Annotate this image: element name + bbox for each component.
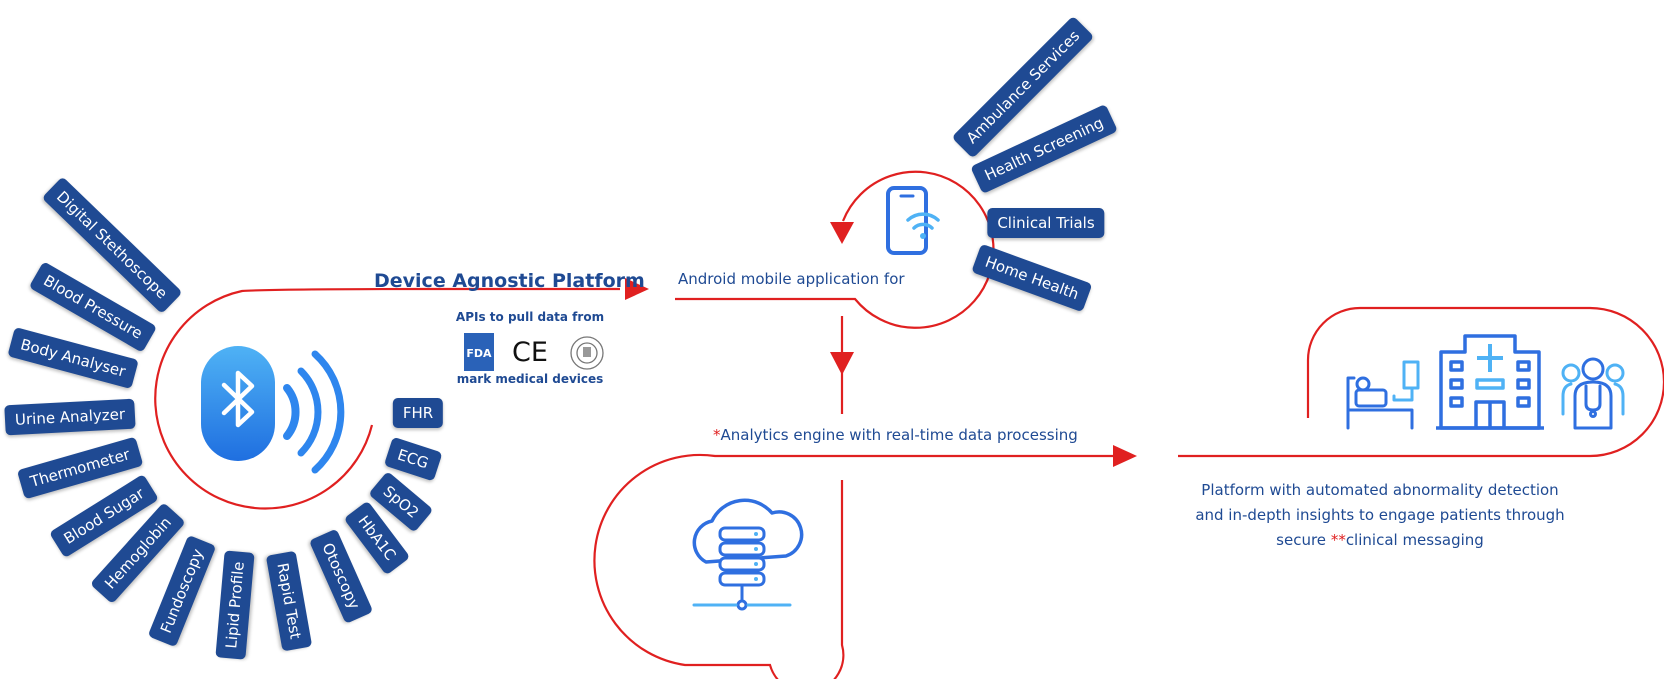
outcome-line-1: Platform with automated abnormality dete… (1201, 481, 1559, 499)
hospital-icon (1436, 334, 1544, 430)
phone-loop (675, 170, 995, 329)
outcome-line-3-suffix: clinical messaging (1345, 531, 1484, 549)
device-tag-fhr: FHR (392, 398, 444, 428)
smartphone-wifi-icon (886, 186, 940, 255)
fda-logo-text: FDA (466, 347, 492, 360)
api-caption: APIs to pull data from (455, 310, 605, 324)
outcome-text: Platform with automated abnormality dete… (1170, 478, 1590, 553)
bluetooth-icon (201, 346, 275, 461)
arrow-to-analytics (830, 352, 854, 375)
platform-title: Device Agnostic Platform (374, 270, 645, 292)
android-label: Android mobile application for (678, 270, 905, 288)
cloud-server-icon (692, 498, 804, 611)
doctor-icon (1561, 357, 1625, 430)
arrow-to-android (625, 278, 649, 300)
arrow-phone-loop (830, 222, 854, 244)
ce-logo: CE (512, 337, 548, 368)
outcome-line-2: and in-depth insights to engage patients… (1195, 506, 1565, 524)
device-ring (154, 287, 620, 510)
patient-bed-icon (1346, 360, 1420, 430)
fda-logo: FDA (464, 333, 494, 371)
arrow-to-outcome (1113, 445, 1137, 467)
signal-waves-icon (283, 350, 345, 474)
outcome-marker: ** (1330, 531, 1346, 549)
analytics-label: *Analytics engine with real-time data pr… (713, 426, 1078, 444)
connector-lines (154, 170, 1664, 679)
use-tag-clinical-trials: Clinical Trials (987, 208, 1105, 238)
analytics-flow (593, 453, 1125, 679)
outcome-line-3: secure **clinical messaging (1170, 528, 1590, 553)
analytics-marker: * (713, 426, 721, 444)
emblem-logo (570, 336, 604, 370)
outcome-loop (1178, 306, 1664, 458)
analytics-text: Analytics engine with real-time data pro… (720, 426, 1078, 444)
mark-caption: mark medical devices (456, 372, 604, 386)
arrowheads (625, 222, 1137, 467)
outcome-line-3-prefix: secure (1276, 531, 1331, 549)
